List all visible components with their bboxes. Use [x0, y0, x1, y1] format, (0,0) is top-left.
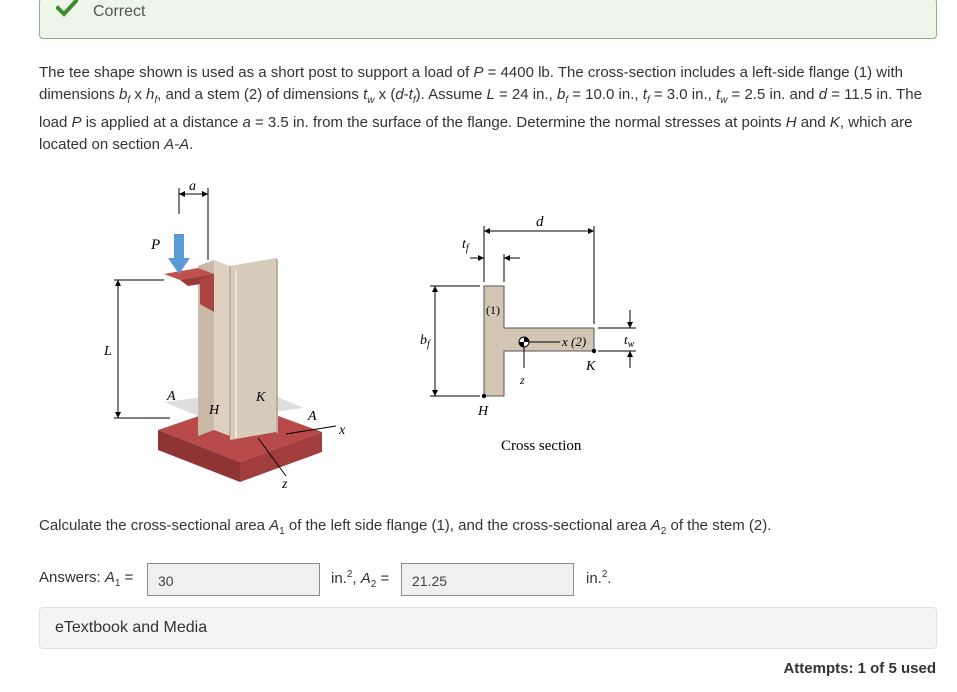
- label-H: H: [208, 403, 220, 418]
- label-z: z: [281, 477, 288, 492]
- label-z-section: z: [519, 373, 525, 387]
- etextbook-media-button[interactable]: eTextbook and Media: [39, 607, 937, 649]
- label-d: d: [536, 214, 544, 230]
- label-A-left: A: [166, 389, 176, 404]
- answer-A2-label: in.2, A2 =: [331, 569, 390, 590]
- correct-banner: Correct: [39, 0, 937, 39]
- label-P: P: [150, 237, 160, 253]
- correct-label: Correct: [93, 3, 146, 20]
- answers-label: Answers: A1 =: [39, 569, 134, 589]
- label-A-right: A: [307, 409, 317, 424]
- answer-A2-unit: in.2.: [586, 569, 612, 587]
- post-3d-drawing: a P L A H K A x z: [103, 179, 346, 492]
- checkmark-icon: [56, 0, 78, 17]
- etextbook-label: eTextbook and Media: [55, 619, 208, 636]
- label-x-stem-2: x (2): [561, 334, 586, 349]
- label-H-section: H: [477, 404, 489, 419]
- label-bf: bf: [420, 333, 431, 350]
- label-a: a: [189, 179, 196, 194]
- cross-section-drawing: d tf bf (1) x (2) tw K z H Cross section: [420, 214, 636, 454]
- problem-figure: a P L A H K A x z: [103, 179, 636, 492]
- label-K: K: [255, 390, 266, 405]
- question-text: Calculate the cross-sectional area A1 of…: [39, 517, 772, 537]
- label-L: L: [103, 344, 112, 359]
- label-K-section: K: [585, 359, 596, 374]
- label-flange-1: (1): [486, 303, 500, 317]
- answer-A2-input[interactable]: 21.25: [401, 563, 574, 596]
- attempts-counter: Attempts: 1 of 5 used: [783, 660, 936, 677]
- answers-row: Answers: A1 = 30 in.2, A2 = 21.25 in.2.: [39, 563, 939, 597]
- label-x: x: [338, 423, 346, 438]
- cross-section-caption: Cross section: [501, 438, 582, 454]
- label-tw: tw: [624, 332, 635, 350]
- problem-statement: The tee shape shown is used as a short p…: [39, 64, 922, 153]
- label-tf: tf: [462, 237, 470, 254]
- answer-A1-input[interactable]: 30: [147, 563, 320, 596]
